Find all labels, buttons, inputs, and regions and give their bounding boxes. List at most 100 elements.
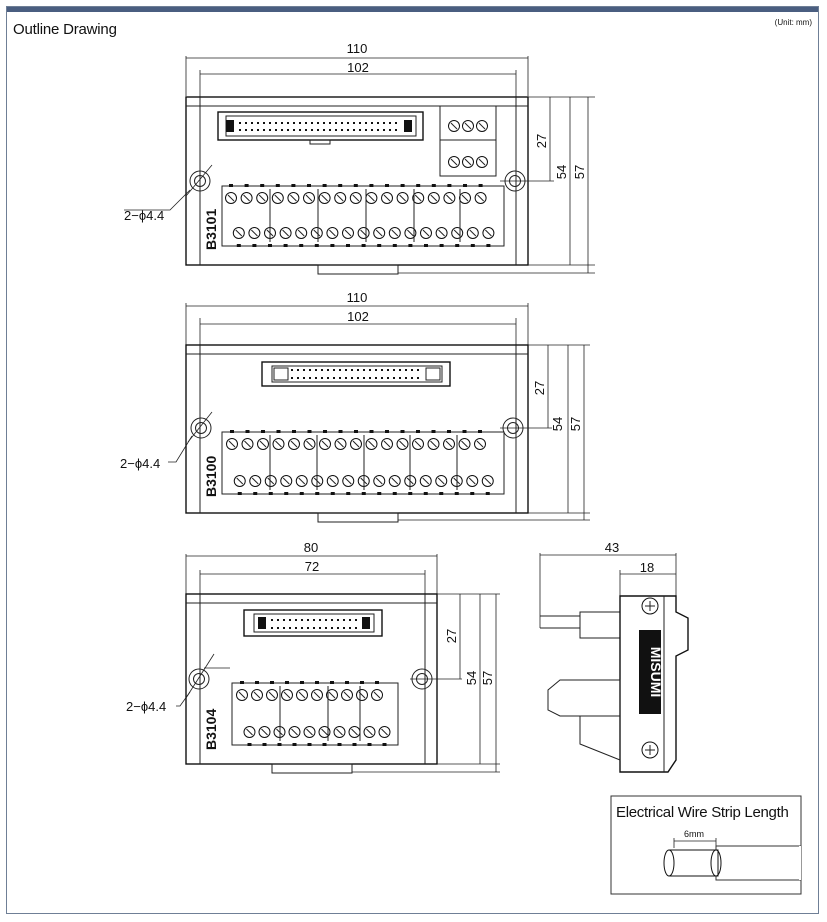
connector-pin	[301, 627, 303, 629]
terminal-screw-slot	[468, 477, 476, 485]
connector-pin	[287, 122, 289, 124]
strip-length-box: 6mm	[610, 795, 802, 895]
connector-pin	[369, 377, 371, 379]
connector-pin	[303, 377, 305, 379]
pin-number-mark	[431, 184, 436, 187]
terminal-screw-slot	[297, 229, 305, 237]
connector-pin	[323, 129, 325, 131]
connector-pin	[293, 122, 295, 124]
terminal-screw-slot	[461, 194, 469, 202]
pin-number-mark	[268, 244, 272, 247]
terminal-screw-slot	[238, 691, 246, 699]
connector-pin	[347, 129, 349, 131]
connector-pin	[327, 377, 329, 379]
b3104-width-inner: 72	[305, 559, 319, 574]
terminal-screw-slot	[437, 477, 445, 485]
connector-pin	[383, 129, 385, 131]
terminal-screw-slot	[321, 440, 329, 448]
connector-pin	[353, 129, 355, 131]
terminal-screw-slot	[373, 691, 381, 699]
connector-pin	[321, 377, 323, 379]
pin-number-mark	[299, 244, 304, 247]
pin-number-mark	[236, 244, 241, 247]
terminal-screw-slot	[321, 194, 328, 202]
connector-pin	[355, 627, 357, 629]
pin-number-mark	[285, 681, 289, 684]
pin-number-mark	[353, 184, 358, 187]
terminal-screw-slot	[430, 440, 437, 448]
connector-pin	[299, 122, 301, 124]
pin-number-mark	[392, 492, 397, 495]
pin-number-mark	[237, 492, 242, 495]
terminal-screw-slot	[477, 194, 484, 202]
terminal-screw-slot	[422, 477, 430, 485]
connector-pin	[239, 129, 241, 131]
terminal-screw-slot	[258, 194, 266, 202]
terminal-screw-slot	[235, 229, 243, 237]
terminal-screw-slot	[469, 229, 477, 237]
connector-pin	[317, 122, 319, 124]
page-title: Outline Drawing	[13, 21, 117, 38]
pin-number-mark	[375, 681, 379, 684]
terminal-screw-slot	[337, 440, 344, 448]
terminal-screw-slot	[414, 440, 422, 448]
pin-number-mark	[439, 492, 444, 495]
pin-number-mark	[315, 681, 319, 684]
b3101-hole-label: 2−ϕ4.4	[124, 208, 164, 223]
view-side: 43 18 MISUMI	[539, 540, 689, 773]
pin-number-mark	[367, 743, 372, 746]
pin-number-mark	[240, 681, 244, 684]
terminal-screw-slot	[445, 440, 453, 448]
connector-pin	[365, 122, 367, 124]
pin-number-mark	[292, 430, 296, 433]
connector-pin	[291, 377, 293, 379]
connector-pin	[245, 122, 247, 124]
connector-pin	[325, 619, 327, 621]
pin-number-mark	[277, 743, 282, 746]
terminal-screw-slot	[430, 194, 438, 202]
view-b3101: 110 102 2−ϕ4.4 B3101	[124, 41, 595, 275]
pin-number-mark	[247, 743, 252, 746]
b3100-hole-label: 2−ϕ4.4	[120, 456, 160, 471]
connector-pin	[257, 129, 259, 131]
terminal-screw-slot	[391, 229, 399, 237]
connector-pin	[359, 129, 361, 131]
connector-pin	[399, 369, 401, 371]
connector-pin	[327, 369, 329, 371]
connector-pin	[371, 122, 373, 124]
b3104-h27: 27	[444, 629, 459, 643]
pin-number-mark	[230, 430, 234, 433]
connector-pin	[375, 377, 377, 379]
pin-number-mark	[361, 492, 366, 495]
pin-number-mark	[352, 743, 357, 746]
connector-pin	[239, 122, 241, 124]
connector-pin	[313, 619, 315, 621]
pin-number-mark	[255, 681, 259, 684]
terminal-screw-slot	[328, 691, 336, 699]
connector-pin	[381, 377, 383, 379]
connector-pin	[325, 627, 327, 629]
terminal-screw-slot	[251, 477, 259, 485]
connector-pin	[329, 129, 331, 131]
connector-pin	[405, 377, 407, 379]
terminal-screw-slot	[267, 477, 275, 485]
side-brand: MISUMI	[648, 647, 664, 698]
connector-pin	[355, 619, 357, 621]
terminal-screw-slot	[313, 691, 321, 699]
header-bar	[7, 7, 818, 12]
terminal-screw-slot	[290, 194, 297, 202]
pin-number-mark	[338, 184, 343, 187]
terminal-screw-slot	[336, 194, 344, 202]
connector-pin	[319, 627, 321, 629]
pin-number-mark	[369, 430, 374, 433]
connector-pin	[359, 122, 361, 124]
connector-pin	[295, 627, 297, 629]
connector-pin	[309, 369, 311, 371]
connector-pin	[311, 129, 313, 131]
connector-pin	[335, 122, 337, 124]
pin-number-mark	[462, 430, 467, 433]
side-depth-inner: 18	[640, 560, 654, 575]
terminal-screw-slot	[244, 440, 251, 448]
pin-number-mark	[354, 430, 358, 433]
pin-number-mark	[431, 430, 436, 433]
